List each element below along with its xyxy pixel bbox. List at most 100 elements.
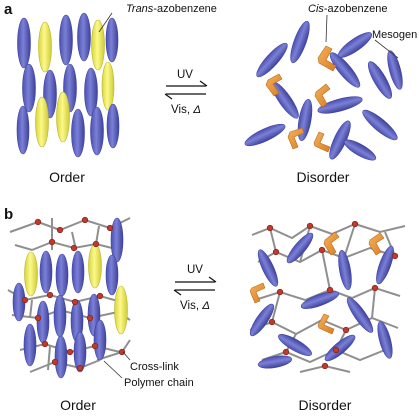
cross-link — [70, 244, 78, 252]
cross-link — [276, 288, 284, 296]
cross-link — [91, 342, 99, 350]
mesogen — [105, 254, 119, 296]
mesogen — [346, 297, 374, 333]
trans-azobenzene — [88, 243, 102, 289]
mesogen — [71, 108, 85, 158]
cis-azobenzene — [287, 127, 305, 150]
cross-link — [71, 298, 79, 306]
cross-link — [391, 252, 399, 260]
cross-link — [342, 326, 350, 334]
trans-azobenzene — [24, 251, 38, 297]
vis-heat-label-b: Vis, Δ — [180, 300, 210, 312]
trans-azobenzene — [56, 91, 70, 143]
mesogen — [257, 249, 279, 287]
cross-link — [326, 286, 334, 294]
mesogen — [84, 67, 98, 117]
disorder-label-a: Disorder — [297, 169, 350, 185]
trans-azobenzene — [38, 21, 52, 73]
mesogen — [73, 331, 87, 373]
mesogen — [55, 253, 69, 297]
cross-link — [41, 340, 49, 348]
panel-a: a Trans-azobenzene UV — [4, 1, 417, 185]
mesogen — [343, 139, 377, 161]
mesogen — [290, 20, 310, 64]
cross-link — [81, 216, 89, 224]
order-label-b: Order — [60, 397, 96, 413]
mesogen — [244, 123, 286, 147]
mesogen — [337, 32, 373, 58]
cross-link — [282, 348, 290, 356]
cis-callout-leader — [325, 14, 328, 43]
mesogen — [300, 291, 340, 309]
mesogen-label: Mesogen — [372, 29, 417, 41]
disordered-mesogen-array — [244, 20, 403, 161]
reversible-arrow-b: UV Vis, Δ — [173, 264, 217, 312]
mesogen — [71, 250, 85, 294]
mesogen — [317, 96, 363, 114]
mesogen — [105, 17, 119, 63]
cross-link — [48, 238, 56, 246]
polymer-chain — [343, 223, 356, 259]
trans-callout-leader — [98, 12, 113, 33]
mesogen — [53, 294, 67, 338]
cross-link — [56, 226, 64, 234]
trans-azobenzene — [35, 96, 49, 148]
polymer-chain — [29, 359, 101, 373]
mesogen-callout-leader — [374, 39, 399, 59]
mesogen — [338, 249, 352, 291]
panel-b-letter: b — [4, 206, 13, 223]
cross-link — [332, 346, 340, 354]
trans-azobenzene — [114, 285, 128, 335]
disordered-mesogens-b — [249, 231, 394, 369]
disorder-label-b: Disorder — [299, 397, 352, 413]
mesogen — [59, 14, 73, 66]
ordered-mesogen-array — [16, 12, 120, 158]
cross-link — [318, 246, 326, 254]
cis-azobenzene — [265, 73, 283, 97]
cis-azobenzene — [368, 232, 385, 256]
mesogen — [256, 42, 288, 78]
mesogen — [23, 323, 37, 367]
mesogen — [39, 250, 53, 294]
mesogen — [362, 109, 398, 141]
chain-callout-leader — [103, 360, 123, 379]
mesogen — [93, 319, 107, 361]
trans-azobenzene-label: Trans-azobenzene — [126, 3, 217, 15]
vis-heat-label-a: Vis, Δ — [171, 104, 201, 116]
cross-link — [21, 296, 29, 304]
mesogen — [324, 334, 356, 362]
cross-link — [351, 220, 359, 228]
cis-azobenzene — [249, 282, 266, 304]
trans-azobenzene — [101, 61, 115, 111]
mesogen — [16, 105, 30, 155]
cross-link — [92, 240, 100, 248]
cross-link — [106, 224, 114, 232]
mesogen — [278, 334, 312, 356]
mesogen — [77, 12, 91, 62]
polymer-chain — [269, 227, 277, 253]
cross-link — [46, 291, 54, 299]
cross-link — [96, 292, 104, 300]
polymer-chain — [261, 348, 386, 364]
polymer-chain — [321, 249, 331, 291]
mesogen — [110, 217, 124, 263]
cis-azobenzene — [317, 313, 335, 335]
polymer-chain — [371, 287, 376, 319]
trans-azobenzene — [91, 19, 105, 71]
mesogen — [387, 50, 403, 90]
cross-link — [306, 222, 314, 230]
polymer-chain — [251, 222, 406, 240]
ordered-mesogens-b — [12, 217, 128, 379]
mesogen — [329, 52, 361, 88]
mesogen — [90, 106, 104, 156]
reversible-arrow-a: UV Vis, Δ — [164, 69, 208, 116]
disordered-crosslinks — [266, 220, 399, 370]
cross-link — [266, 224, 274, 232]
cis-azobenzene — [314, 83, 331, 108]
mesogen — [249, 303, 275, 337]
crosslink-callout-leader — [122, 351, 131, 361]
mesogen — [17, 17, 31, 69]
uv-label-a: UV — [177, 69, 193, 81]
mesogen — [376, 245, 394, 285]
